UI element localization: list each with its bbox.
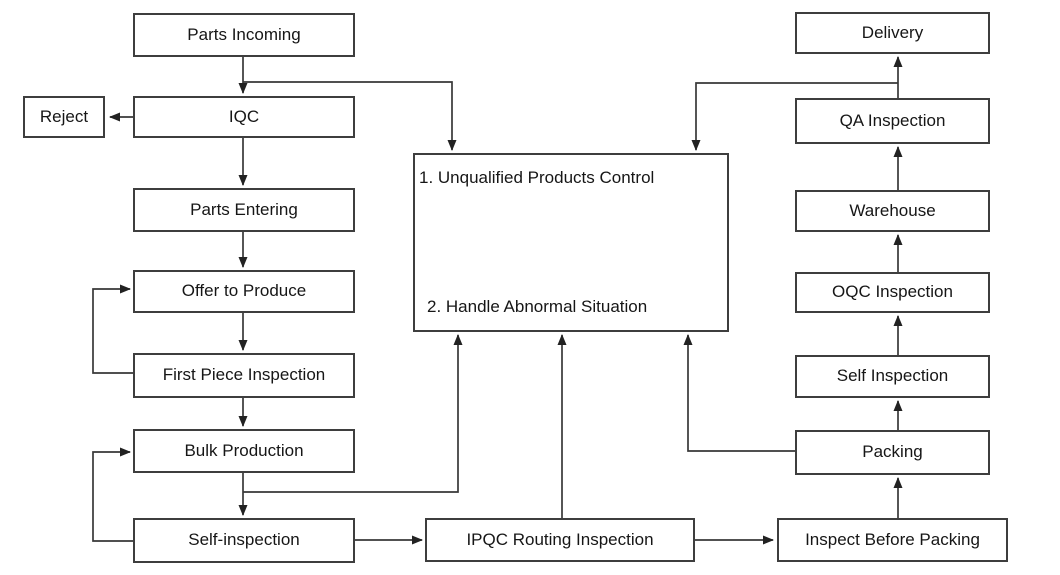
node-offer-to-produce: Offer to Produce <box>133 270 355 313</box>
node-oqc-inspection: OQC Inspection <box>795 272 990 313</box>
node-warehouse: Warehouse <box>795 190 990 232</box>
node-qa-inspection: QA Inspection <box>795 98 990 144</box>
node-self-inspection-final: Self Inspection <box>795 355 990 398</box>
node-parts-incoming: Parts Incoming <box>133 13 355 57</box>
node-reject: Reject <box>23 96 105 138</box>
control-item-unqualified-products: 1. Unqualified Products Control <box>419 168 655 187</box>
arrow-bulk-branch-to-control <box>243 334 463 493</box>
control-item-handle-abnormal: 2. Handle Abnormal Situation <box>427 296 648 316</box>
node-delivery: Delivery <box>795 12 990 54</box>
node-unqualified-products-control: 1. Unqualified Products Control 2. Handl… <box>413 153 729 332</box>
arrow-first-piece-loop-to-offer <box>92 284 133 374</box>
node-self-inspection: Self-inspection <box>133 518 355 563</box>
arrow-packing-branch-to-control <box>683 334 795 452</box>
arrow-parts-incoming-branch-to-control <box>243 81 457 151</box>
node-packing: Packing <box>795 430 990 475</box>
node-ipqc-routing-inspection: IPQC Routing Inspection <box>425 518 695 562</box>
node-first-piece-inspection: First Piece Inspection <box>133 353 355 398</box>
node-iqc: IQC <box>133 96 355 138</box>
node-bulk-production: Bulk Production <box>133 429 355 473</box>
node-inspect-before-packing: Inspect Before Packing <box>777 518 1008 562</box>
arrow-qa-branch-to-control <box>691 82 898 151</box>
arrow-self-inspection-loop-to-bulk <box>92 447 133 542</box>
node-parts-entering: Parts Entering <box>133 188 355 232</box>
